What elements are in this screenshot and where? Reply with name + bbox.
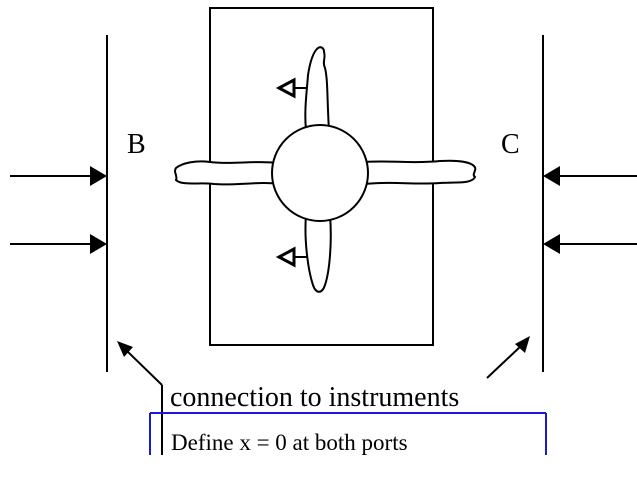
port-c-label: C <box>501 129 520 160</box>
transistor-icon <box>174 46 477 293</box>
definition-text: Define x = 0 at both ports <box>171 430 408 455</box>
left-incident-arrows <box>10 166 107 254</box>
definition-box <box>149 412 547 455</box>
transistor-body-circle <box>271 124 369 222</box>
transistor-right-lead <box>364 159 477 185</box>
flow-arrow-top <box>275 77 306 99</box>
connection-pointer-left <box>117 341 163 455</box>
transistor-top-lead <box>304 46 330 131</box>
right-incident-arrows <box>543 166 637 254</box>
connection-pointer-right <box>486 336 530 379</box>
port-b-label: B <box>127 129 146 160</box>
transistor-left-lead <box>174 160 281 186</box>
transistor-bottom-lead <box>304 214 332 293</box>
connection-label: connection to instruments <box>170 382 459 413</box>
flow-arrow-bottom <box>275 246 308 268</box>
